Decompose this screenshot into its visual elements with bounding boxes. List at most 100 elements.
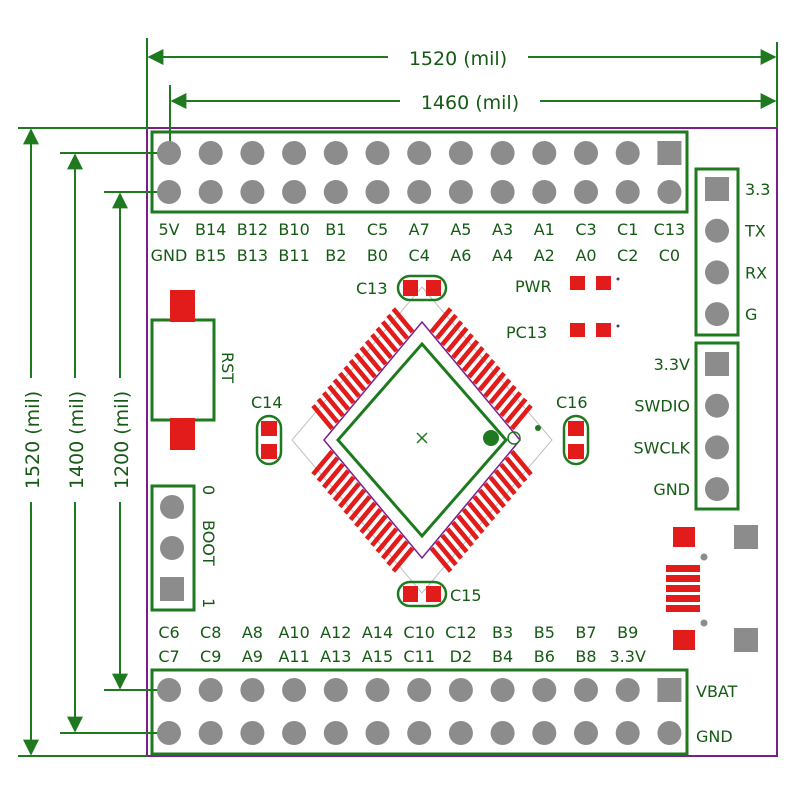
header-pin <box>365 678 390 702</box>
pin-label: A15 <box>362 647 393 666</box>
pin-label: G <box>745 305 757 324</box>
pin-label: C6 <box>158 623 179 642</box>
header-pin <box>323 678 348 702</box>
header-pin <box>490 721 515 745</box>
pin-label: A11 <box>278 647 309 666</box>
reset-button <box>150 290 216 450</box>
header-pin <box>574 721 598 745</box>
mcu-pad <box>499 391 523 418</box>
pin-label: B4 <box>492 647 513 666</box>
header-pin <box>705 260 729 285</box>
mcu-pad <box>380 320 404 347</box>
header-pin <box>705 177 729 201</box>
pin-label: B6 <box>534 647 555 666</box>
header-pin <box>448 721 473 745</box>
pin-label: SWCLK <box>633 438 690 457</box>
mcu-pad <box>386 313 409 340</box>
pin-label: 3.3V <box>654 355 690 374</box>
label-pwr: PWR <box>515 277 552 296</box>
mcu-pad <box>386 540 409 567</box>
mcu-pad <box>364 339 388 366</box>
header-pin <box>532 721 557 745</box>
mcu-chip <box>291 286 553 594</box>
bottom-header-pins <box>157 678 682 745</box>
header-pin <box>615 678 640 702</box>
header-pin <box>448 180 473 204</box>
header-pin <box>407 721 432 745</box>
mcu-pad <box>343 365 367 392</box>
header-pin <box>490 678 515 702</box>
header-pin <box>657 141 682 165</box>
mcu-pad <box>461 507 485 534</box>
mcu-pad <box>456 514 480 541</box>
mcu-pad <box>348 495 372 522</box>
mcu-pad <box>359 507 383 534</box>
label-c13: C13 <box>356 279 388 298</box>
header-pin <box>407 180 432 204</box>
pin-label: A2 <box>534 246 555 265</box>
pin-label: A1 <box>534 220 555 239</box>
header-pin <box>705 218 729 243</box>
pin-label: B7 <box>575 623 596 642</box>
mcu-pad <box>332 378 356 405</box>
header-pin <box>323 721 348 745</box>
header-pin <box>490 180 515 204</box>
pin-label: GND <box>151 246 188 265</box>
mcu-pad <box>435 540 458 567</box>
reset-label: RST <box>218 352 237 383</box>
mcu-pad <box>488 475 512 502</box>
pin-label: B1 <box>325 220 346 239</box>
pin-label: C2 <box>617 246 638 265</box>
header-pin <box>490 141 515 165</box>
pin-label: A7 <box>409 220 430 239</box>
pin-label: TX <box>744 222 766 241</box>
capacitor-c15 <box>396 580 448 608</box>
board-outline <box>146 127 778 757</box>
pin-label: B5 <box>534 623 555 642</box>
header-pin <box>574 678 598 702</box>
mcu-pad <box>435 313 458 340</box>
dim-height-inner: 1200 (mil) <box>111 391 133 489</box>
mcu-pad <box>499 462 523 489</box>
header-pin <box>705 302 729 327</box>
pin-label: B10 <box>278 220 309 239</box>
mcu-pad <box>456 339 480 366</box>
led-pc13 <box>570 323 620 337</box>
header-pin <box>198 678 223 702</box>
header-pin <box>160 577 184 601</box>
mcu-pad <box>311 449 334 476</box>
header-pin <box>282 180 307 204</box>
swd-header-outline <box>694 341 740 511</box>
mcu-pad <box>343 488 367 515</box>
mcu-pad <box>429 307 453 334</box>
bottom-header-outline <box>150 668 689 756</box>
pin-label: C1 <box>617 220 638 239</box>
mcu-pad <box>370 520 393 547</box>
mcu-pad <box>354 501 377 528</box>
header-pin <box>705 393 729 418</box>
mcu-pad <box>510 449 533 476</box>
header-pin <box>240 141 265 165</box>
header-pin <box>365 141 390 165</box>
capacitor-c14 <box>255 414 283 466</box>
pin-label: C3 <box>575 220 596 239</box>
capacitor-c16 <box>562 414 590 466</box>
mcu-pad <box>327 469 351 496</box>
pin-label: A4 <box>492 246 513 265</box>
mcu-pad <box>364 514 388 541</box>
pin-label: B12 <box>237 220 268 239</box>
mcu-pad <box>510 404 533 431</box>
boot-label-0: 0 <box>199 485 218 495</box>
mcu-pad <box>440 320 464 347</box>
mcu-pad <box>451 520 474 547</box>
header-pin <box>657 721 682 745</box>
pin-label: A3 <box>492 220 513 239</box>
mcu-pad <box>483 482 506 509</box>
header-pin <box>532 180 557 204</box>
pin-label-gnd: GND <box>696 727 733 746</box>
